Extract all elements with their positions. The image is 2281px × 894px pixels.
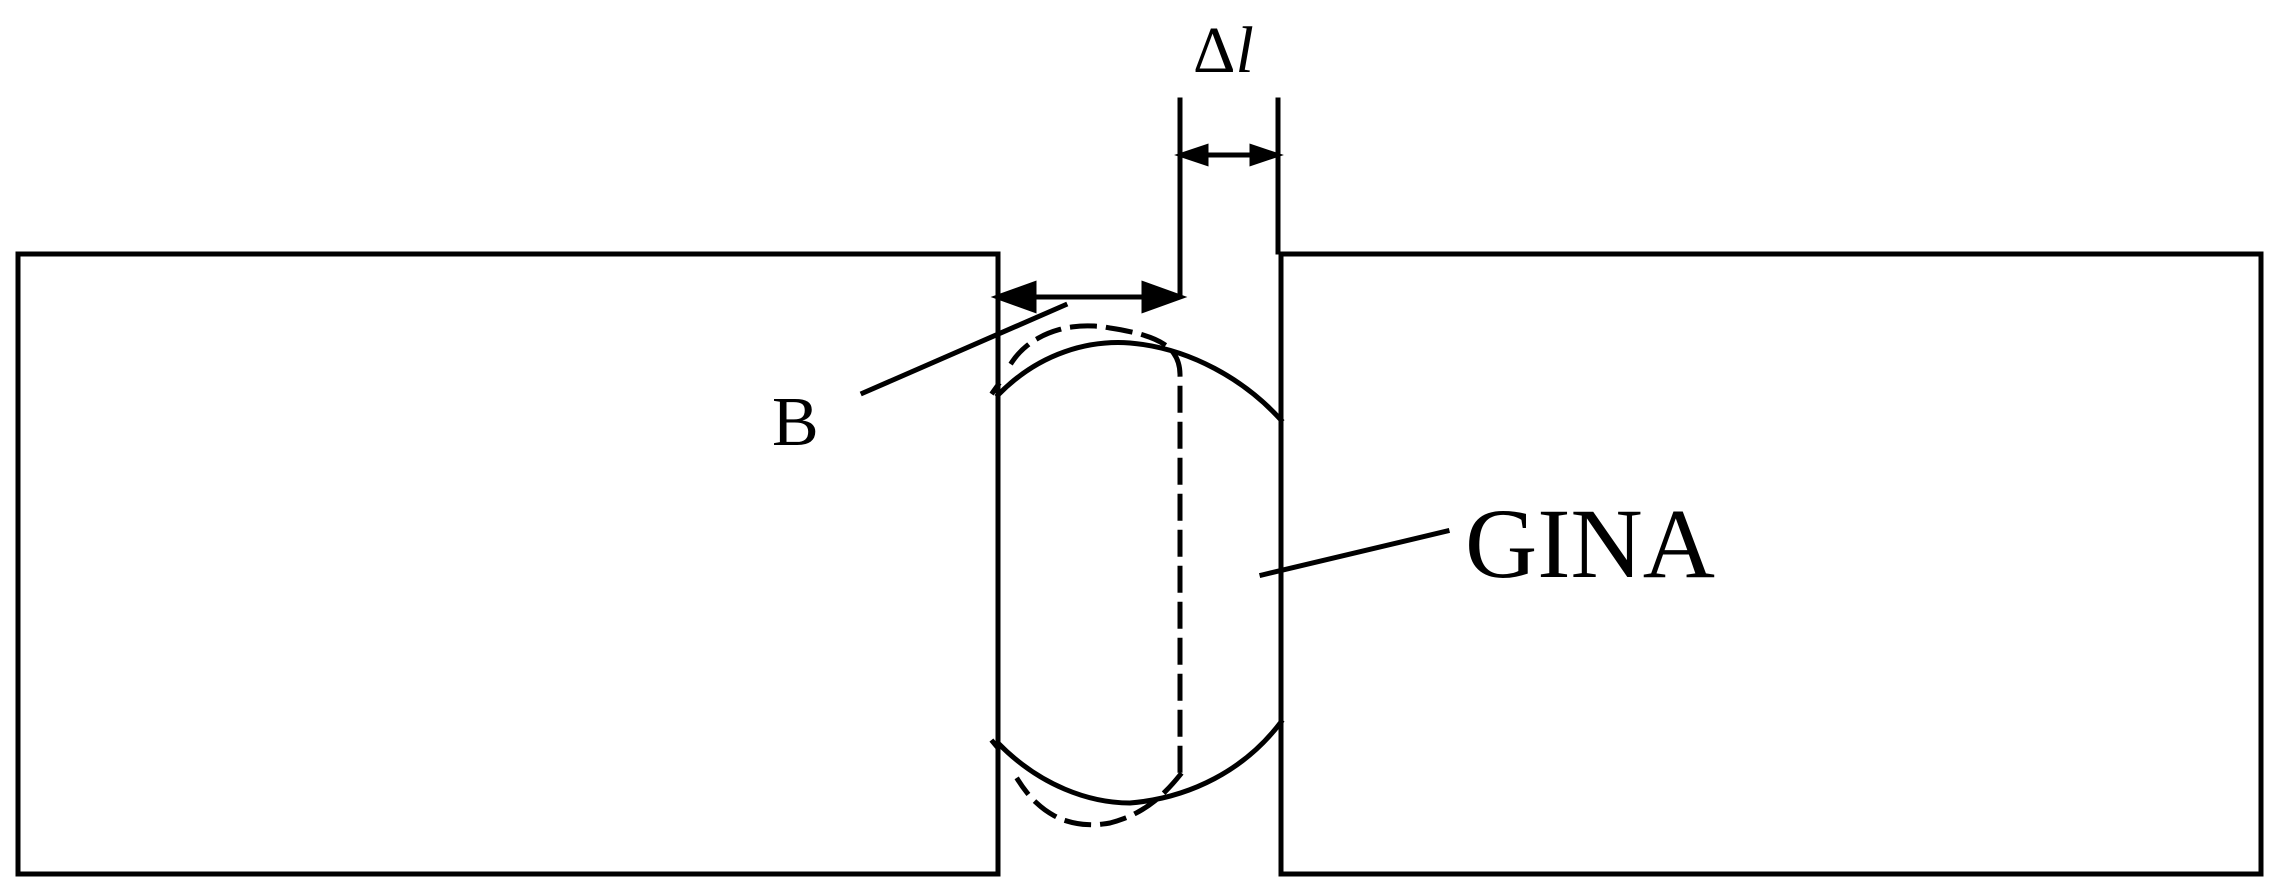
b-arrow-right [1141, 280, 1188, 314]
b-leader-line [859, 301, 1069, 397]
right-segment [1278, 251, 2264, 877]
left-segment [15, 251, 1001, 877]
delta-variable: l [1235, 14, 1254, 87]
left-face-tick-bottom [989, 738, 1002, 752]
gina-gasket-compressed [994, 340, 1285, 424]
gina-gasket-original-bottom [1014, 771, 1184, 828]
gina-gasket-original [1008, 323, 1183, 778]
delta-arrow-left [1174, 143, 1209, 167]
label-b: B [772, 384, 819, 461]
label-gina: GINA [1465, 488, 1715, 599]
delta-symbol: Δ [1193, 14, 1236, 87]
label-delta-l: Δl [1193, 18, 1254, 84]
gina-leader-line [1258, 527, 1451, 579]
gina-gasket-compressed-bottom [994, 718, 1285, 806]
delta-arrow-right [1249, 143, 1284, 167]
left-face-tick-top [989, 381, 1002, 396]
b-arrow-left [990, 280, 1037, 314]
